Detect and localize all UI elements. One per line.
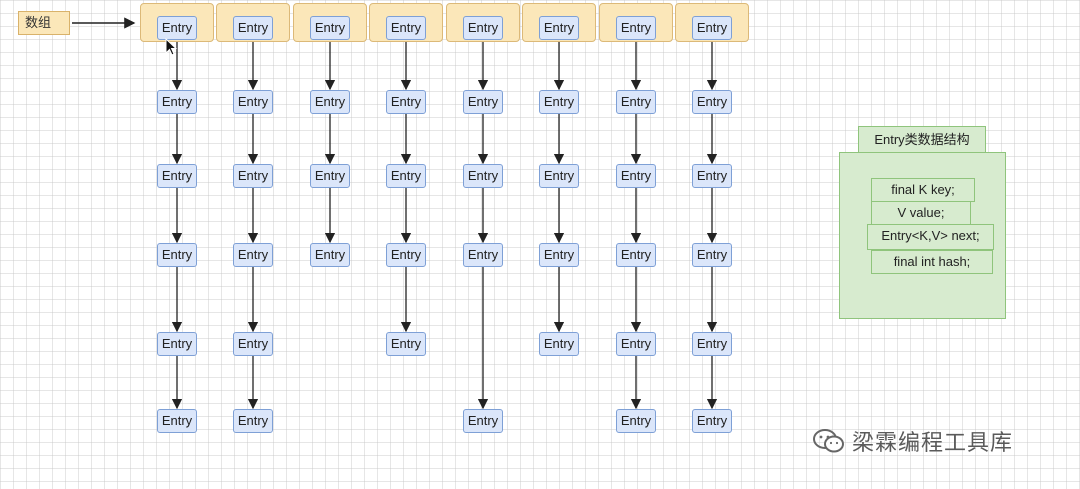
chain-entry: Entry <box>539 243 579 267</box>
chain-entry: Entry <box>386 90 426 114</box>
chain-entry: Entry <box>157 409 197 433</box>
wechat-icon <box>813 429 844 453</box>
chain-entry: Entry <box>157 90 197 114</box>
chain-entry: Entry <box>692 409 732 433</box>
bucket-head-entry: Entry <box>386 16 426 40</box>
chain-entry: Entry <box>539 90 579 114</box>
chain-entry: Entry <box>157 164 197 188</box>
watermark: 梁霖编程工具库 <box>812 424 1062 458</box>
chain-entry: Entry <box>616 332 656 356</box>
field-hash: final int hash; <box>871 250 993 274</box>
chain-entry: Entry <box>233 90 273 114</box>
chain-entry: Entry <box>157 243 197 267</box>
bucket-head-entry: Entry <box>463 16 503 40</box>
bucket-head-entry: Entry <box>157 16 197 40</box>
chain-entry: Entry <box>539 164 579 188</box>
bucket-head-entry: Entry <box>310 16 350 40</box>
chain-entry: Entry <box>692 243 732 267</box>
chain-entry: Entry <box>692 164 732 188</box>
bucket-head-entry: Entry <box>616 16 656 40</box>
chain-entry: Entry <box>616 243 656 267</box>
chain-entry: Entry <box>233 243 273 267</box>
bucket-head-entry: Entry <box>233 16 273 40</box>
bucket-head-entry: Entry <box>692 16 732 40</box>
chain-entry: Entry <box>616 409 656 433</box>
chain-entry: Entry <box>616 164 656 188</box>
chain-entry: Entry <box>233 332 273 356</box>
chain-entry: Entry <box>386 243 426 267</box>
chain-entry: Entry <box>463 90 503 114</box>
array-label: 数组 <box>18 11 70 35</box>
chain-entry: Entry <box>233 164 273 188</box>
watermark-text: 梁霖编程工具库 <box>852 430 1014 455</box>
chain-entry: Entry <box>386 164 426 188</box>
chain-entry: Entry <box>233 409 273 433</box>
chain-entry: Entry <box>539 332 579 356</box>
chain-entry: Entry <box>692 332 732 356</box>
mouse-cursor-icon <box>165 38 178 56</box>
chain-entry: Entry <box>463 409 503 433</box>
field-value: V value; <box>871 201 971 225</box>
chain-entry: Entry <box>463 164 503 188</box>
chain-entry: Entry <box>386 332 426 356</box>
chain-entry: Entry <box>310 164 350 188</box>
chain-entry: Entry <box>310 243 350 267</box>
chain-entry: Entry <box>310 90 350 114</box>
field-key: final K key; <box>871 178 975 202</box>
chain-entry: Entry <box>463 243 503 267</box>
entry-structure-title: Entry类数据结构 <box>858 126 986 153</box>
chain-entry: Entry <box>157 332 197 356</box>
field-next: Entry<K,V> next; <box>867 224 994 250</box>
chain-entry: Entry <box>616 90 656 114</box>
bucket-head-entry: Entry <box>539 16 579 40</box>
chain-entry: Entry <box>692 90 732 114</box>
